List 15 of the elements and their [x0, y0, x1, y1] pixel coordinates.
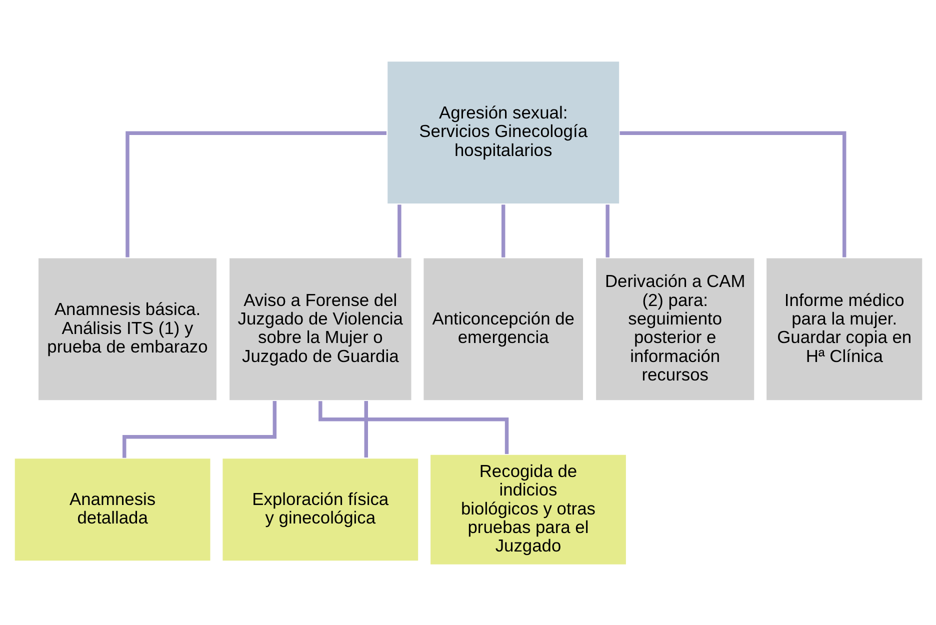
connector — [500, 204, 505, 257]
connector — [397, 204, 401, 257]
node-box: Agresión sexual: Servicios Ginecología hospitalarios — [386, 60, 620, 204]
node-box: Anamnesis detallada — [13, 456, 211, 562]
node-box: Informe médico para la mujer. Guardar copia en Hª Clínica — [764, 256, 923, 401]
connector — [364, 400, 368, 457]
node-box: Anticoncepción de emergencia — [422, 256, 584, 401]
connector — [125, 130, 386, 257]
node-box: Recogida de indicios biológicos y otras pruebas para el Juzgado — [428, 453, 627, 566]
node-box: Aviso a Forense del Juzgado de Violencia sobre la Mujer o Juzgado de Guardia — [228, 256, 412, 401]
connector — [605, 204, 609, 257]
node-box: Anamnesis básica. Análisis ITS (1) y prueba de embarazo — [36, 256, 218, 401]
node-box: Exploración física y ginecológica — [220, 456, 419, 562]
node-box: Derivación a CAM (2) para: seguimiento posterior e información recursos — [594, 256, 755, 401]
connector — [619, 130, 846, 257]
